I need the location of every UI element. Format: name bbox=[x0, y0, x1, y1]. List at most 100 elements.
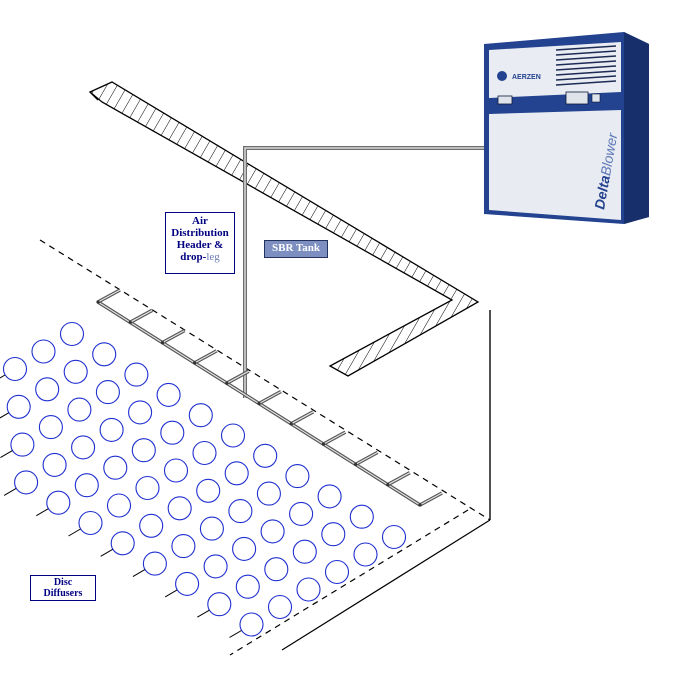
lateral-tail bbox=[0, 450, 13, 459]
disc-diffuser bbox=[42, 452, 67, 477]
label-air-line2: Distribution bbox=[171, 227, 229, 239]
label-air-line4-b: leg bbox=[206, 251, 220, 263]
disc-diffuser bbox=[142, 551, 167, 576]
tank-front-edge bbox=[281, 519, 491, 651]
label-air-line4-a: drop- bbox=[180, 251, 207, 263]
disc-diffuser bbox=[207, 592, 232, 617]
aerzen-logo-icon bbox=[497, 71, 507, 81]
disc-diffusers bbox=[0, 321, 407, 638]
disc-diffuser bbox=[381, 524, 407, 550]
disc-diffuser bbox=[14, 470, 39, 495]
lateral-tail bbox=[164, 589, 178, 598]
label-air-distribution-header: Air Distribution Header & drop-leg bbox=[165, 212, 235, 274]
disc-diffuser bbox=[196, 478, 221, 503]
lateral-tail bbox=[197, 609, 210, 618]
disc-diffuser bbox=[2, 356, 28, 382]
lateral-tail bbox=[132, 569, 146, 578]
disc-diffuser bbox=[160, 420, 185, 445]
lateral-tail bbox=[3, 487, 17, 496]
disc-diffuser bbox=[289, 501, 314, 526]
blower-unit: AERZEN DeltaBlower bbox=[484, 32, 649, 224]
disc-diffuser bbox=[92, 342, 117, 367]
disc-diffuser bbox=[67, 397, 92, 422]
label-air-line4: drop-leg bbox=[166, 251, 234, 263]
disc-diffuser bbox=[228, 499, 253, 524]
air-supply-pipe bbox=[243, 146, 488, 398]
disc-diffuser bbox=[59, 321, 85, 347]
air-distribution-header bbox=[96, 288, 443, 507]
lateral-tail bbox=[36, 508, 49, 517]
disc-diffuser bbox=[321, 522, 346, 547]
lateral-tail bbox=[100, 548, 113, 557]
tank-dashed-edges bbox=[39, 239, 491, 656]
lateral-tail bbox=[68, 528, 81, 537]
disc-diffuser bbox=[296, 577, 321, 602]
disc-diffuser bbox=[139, 513, 164, 538]
disc-diffuser bbox=[135, 475, 160, 501]
disc-diffuser bbox=[131, 438, 156, 463]
label-air-line3: Header & bbox=[176, 239, 224, 251]
blower-display bbox=[565, 91, 589, 105]
blower-model-text: DeltaBlower bbox=[591, 131, 620, 211]
disc-diffuser bbox=[163, 458, 189, 483]
disc-diffuser bbox=[324, 559, 350, 585]
disc-diffuser bbox=[235, 574, 260, 599]
label-sbr-tank: SBR Tank bbox=[264, 240, 328, 258]
disc-diffuser bbox=[199, 516, 224, 541]
disc-diffuser bbox=[106, 493, 132, 518]
disc-diffuser bbox=[103, 455, 128, 480]
tank-floor-dashed bbox=[229, 509, 469, 656]
lateral-tail bbox=[229, 630, 242, 638]
label-air-line1: Air bbox=[192, 215, 208, 227]
blower-panel bbox=[489, 110, 621, 220]
disc-diffuser bbox=[188, 403, 213, 428]
disc-diffuser bbox=[220, 423, 246, 448]
disc-diffuser bbox=[171, 534, 196, 559]
disc-diffuser bbox=[353, 542, 378, 567]
disc-diffuser bbox=[38, 415, 63, 440]
blower-indicator bbox=[497, 95, 513, 105]
hatched-wall bbox=[88, 81, 480, 377]
disc-diffuser bbox=[128, 400, 153, 425]
vent-grille bbox=[555, 45, 617, 86]
blower-brand-text: AERZEN bbox=[512, 74, 541, 81]
disc-diffuser bbox=[10, 432, 35, 457]
disc-diffuser bbox=[110, 531, 135, 556]
disc-diffuser bbox=[203, 554, 228, 579]
disc-diffuser bbox=[224, 461, 249, 486]
disc-diffuser bbox=[232, 536, 257, 561]
disc-diffuser bbox=[317, 484, 342, 509]
disc-diffuser bbox=[349, 504, 374, 529]
disc-diffuser bbox=[256, 481, 281, 506]
disc-diffuser bbox=[260, 519, 285, 544]
disc-diffuser bbox=[292, 539, 317, 564]
label-disc-line1: Disc bbox=[53, 577, 73, 588]
disc-diffuser bbox=[95, 380, 120, 405]
disc-diffuser bbox=[264, 557, 289, 582]
disc-diffuser bbox=[63, 359, 88, 384]
disc-diffuser bbox=[239, 612, 264, 637]
disc-diffuser bbox=[31, 339, 56, 364]
disc-diffuser bbox=[99, 417, 124, 442]
label-disc-line2: Diffusers bbox=[43, 588, 83, 599]
label-disc-diffusers: Disc Diffusers bbox=[30, 575, 96, 601]
disc-diffuser bbox=[175, 571, 200, 596]
tank-back-dashed bbox=[39, 239, 491, 521]
disc-diffuser bbox=[267, 594, 293, 620]
disc-diffuser bbox=[6, 394, 31, 419]
disc-diffuser bbox=[124, 362, 149, 387]
tank-outline bbox=[281, 310, 491, 651]
disc-diffuser bbox=[253, 443, 278, 468]
disc-diffuser bbox=[71, 435, 96, 460]
lateral-tail bbox=[0, 374, 6, 379]
disc-diffuser bbox=[46, 490, 71, 515]
disc-diffuser bbox=[74, 473, 99, 498]
disc-diffuser bbox=[192, 440, 217, 466]
lateral-tail bbox=[0, 412, 9, 419]
disc-diffuser bbox=[285, 464, 310, 489]
disc-diffuser bbox=[78, 510, 103, 536]
disc-diffuser bbox=[167, 496, 192, 521]
disc-diffuser bbox=[35, 377, 60, 402]
